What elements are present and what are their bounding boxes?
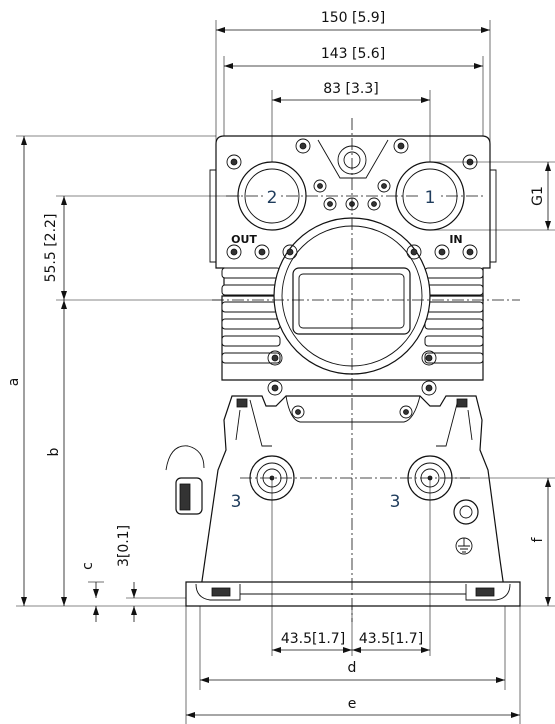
callout-3-right: 3 [390,492,401,512]
ground-terminal [453,499,479,555]
in-label: IN [449,233,462,246]
callout-1: 1 [425,188,436,208]
callout-2: 2 [267,188,278,208]
dim-83-label: 83 [3.3] [323,81,378,97]
dim-55-label: 55.5 [2.2] [43,214,59,283]
bolts [226,138,478,419]
dim-g1-label: G1 [530,186,546,206]
dim-f-label: f [530,536,546,542]
dim-b-label: b [46,447,62,456]
dim-3-label: 3[0.1] [116,525,132,567]
dim-a-label: a [6,378,22,387]
dim-c-label: c [80,562,96,570]
callout-3-left: 3 [231,492,242,512]
dim-143-label: 143 [5.6] [321,46,385,62]
dim-d-label: d [348,660,357,676]
pump-body [165,135,521,607]
out-label: OUT [231,233,257,246]
dimension-lines [16,20,555,724]
cooling-fins [221,267,484,364]
display-window [292,267,411,335]
dim-43-left-label: 43.5[1.7] [281,631,345,647]
dim-43-right-label: 43.5[1.7] [359,631,423,647]
center-lines [212,118,520,622]
dim-e-label: e [348,696,357,712]
cable-plug [165,445,205,515]
dim-150-label: 150 [5.9] [321,10,385,26]
